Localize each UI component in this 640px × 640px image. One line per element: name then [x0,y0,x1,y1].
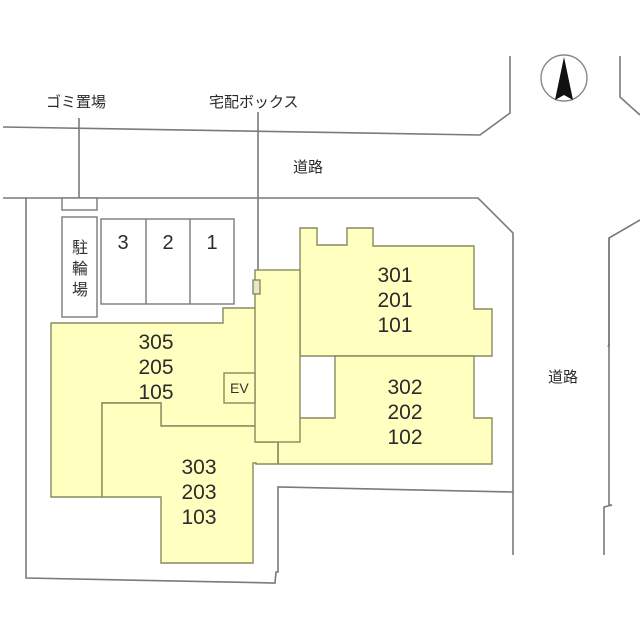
unit-label-303-group: 303 203 103 [181,456,217,529]
bicycle-parking-box [61,216,98,318]
core-shaft [254,269,301,443]
elevator-box [223,372,256,404]
building [50,227,493,564]
garbage-area-label: ゴミ置場 [46,93,107,111]
road-east-label: 道路 [548,368,579,386]
road-boundaries [2,56,640,584]
bicycle-parking-label: 駐 輪 場 [71,238,88,299]
unit-block-303 [101,402,279,564]
delivery-box-marker [252,279,261,295]
unit-block-301 [299,227,493,357]
site-boundary-south-west [25,198,514,584]
garbage-area-box [61,197,98,211]
elevator-label: EV [230,380,249,396]
parking-area [100,218,235,305]
unit-label-301-group: 301 201 101 [377,264,413,337]
delivery-box-label: 宅配ボックス [209,93,299,111]
north-east-road-edge [619,56,640,116]
parking-stall-2: 2 [162,232,174,254]
parking-stall-3: 3 [117,232,129,254]
parking-stall-1: 1 [206,232,218,254]
east-road-right-edge-lower [603,238,613,555]
unit-label-305-group: 305 205 105 [138,331,174,404]
unit-label-302-group: 302 202 102 [387,376,423,449]
site-boundary-north-east [3,197,514,555]
unit-block-302 [277,355,493,465]
road-north-label: 道路 [293,158,324,176]
north-arrow-icon [540,54,588,102]
east-road-right-edge [607,219,640,348]
north-road-upper-edge [2,56,511,136]
